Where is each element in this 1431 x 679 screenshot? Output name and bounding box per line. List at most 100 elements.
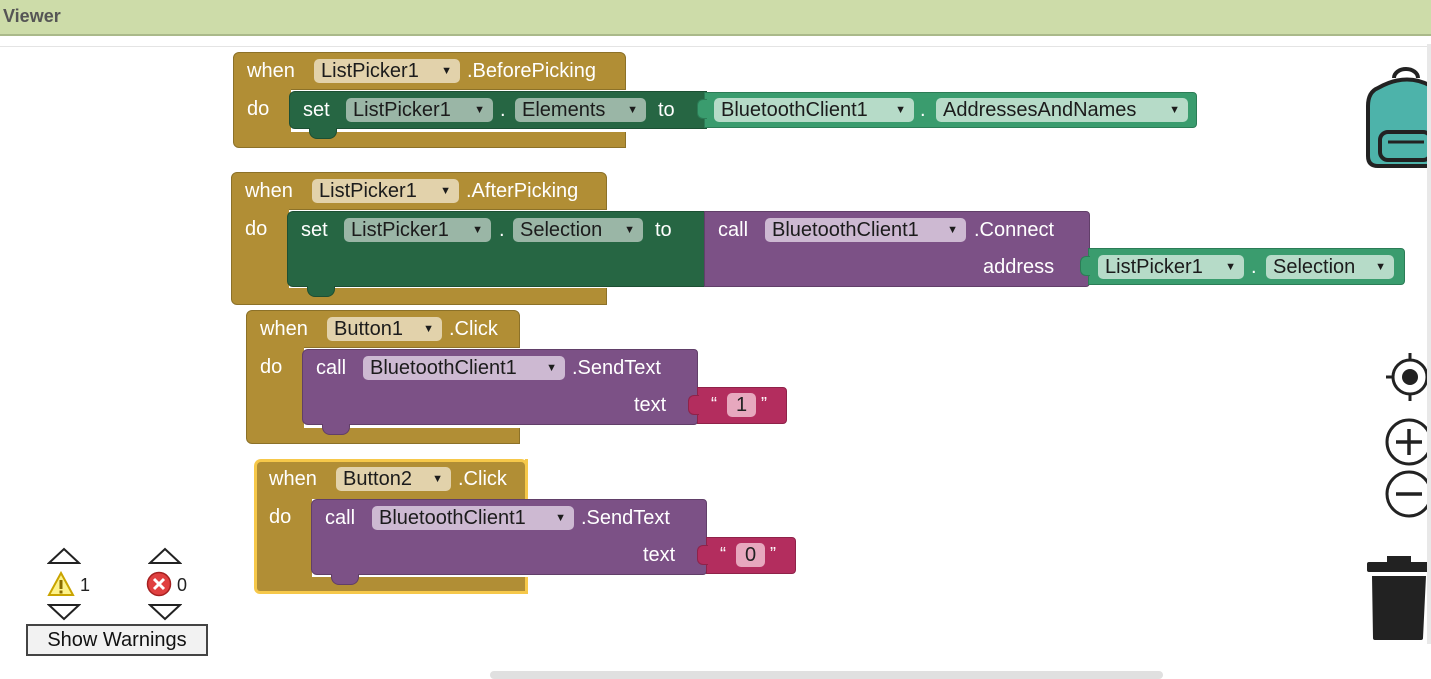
dropdown-label: Elements [522,99,606,121]
to-label: to [655,219,672,241]
open-quote: “ [720,544,726,564]
set-property-dropdown[interactable]: Elements ▼ [515,98,646,122]
set-label: set [303,99,330,121]
call-component-dropdown[interactable]: BluetoothClient1 ▼ [372,506,574,530]
dot-separator: . [499,219,505,241]
block-connector-notch [309,128,337,139]
set-component-dropdown[interactable]: ListPicker1▼ [344,218,491,242]
dot-separator: . [920,99,926,121]
dropdown-arrow-icon: ▼ [546,362,557,374]
call-component-dropdown[interactable]: BluetoothClient1 ▼ [765,218,966,242]
viewer-title: Viewer [3,6,61,26]
do-label: do [245,218,268,240]
text-plug [697,545,708,565]
dropdown-arrow-icon: ▼ [440,185,451,197]
dropdown-label: ListPicker1 [353,99,451,121]
dropdown-label: ListPicker1 [1105,256,1203,278]
event-name: .AfterPicking [466,180,579,202]
backpack-icon[interactable] [1364,66,1431,170]
text-plug [688,395,699,415]
event-block-footer[interactable] [254,577,528,594]
getter-component-dropdown[interactable]: ListPicker1 ▼ [1098,255,1244,279]
dropdown-arrow-icon: ▼ [624,224,635,236]
block-connector-notch [307,286,335,297]
text-value-field[interactable]: 0 [736,543,765,567]
horizontal-scrollbar[interactable] [490,671,1163,679]
getter-component-dropdown[interactable]: BluetoothClient1 ▼ [714,98,914,122]
do-label: do [260,356,283,378]
call-label: call [718,219,749,241]
event-block-spine[interactable] [233,88,291,136]
component-dropdown-listpicker1[interactable]: ListPicker1▼ [314,59,460,83]
error-next-arrow-icon[interactable] [148,603,182,621]
component-dropdown-button1[interactable]: Button1 ▼ [327,317,442,341]
warning-next-arrow-icon[interactable] [47,603,81,621]
event-block-footer[interactable] [231,288,607,305]
dot-separator: . [1251,256,1257,278]
method-name: .SendText [581,507,670,529]
event-block-spine[interactable] [231,208,289,292]
do-label: do [269,506,292,528]
dropdown-label: ListPicker1 [319,180,417,202]
open-quote: “ [711,394,717,414]
event-block-footer[interactable] [233,132,626,148]
set-component-dropdown[interactable]: ListPicker1 ▼ [346,98,493,122]
zoom-out-icon[interactable] [1384,470,1431,518]
getter-property-dropdown[interactable]: AddressesAndNames▼ [936,98,1188,122]
target-icon[interactable] [1386,352,1431,402]
dropdown-label: Button1 [334,318,403,340]
dropdown-arrow-icon: ▼ [474,104,485,116]
dropdown-arrow-icon: ▼ [627,104,638,116]
call-component-dropdown[interactable]: BluetoothClient1 ▼ [363,356,565,380]
warning-count: 1 [80,575,91,595]
close-quote: ” [770,544,776,564]
close-quote: ” [761,394,767,414]
error-count: 0 [177,575,188,595]
dropdown-label: BluetoothClient1 [379,507,526,529]
getter-plug [697,99,707,119]
error-prev-arrow-icon[interactable] [148,547,182,565]
event-block-spine[interactable] [254,497,312,581]
error-icon [146,571,172,597]
event-name: .BeforePicking [467,60,596,82]
dropdown-arrow-icon: ▼ [423,323,434,335]
header-divider [0,38,1431,47]
dropdown-arrow-icon: ▼ [1375,261,1386,273]
dropdown-arrow-icon: ▼ [895,104,906,116]
method-name: .Connect [974,219,1055,241]
component-dropdown-listpicker1[interactable]: ListPicker1 ▼ [312,179,459,203]
param-label: address [983,256,1055,278]
call-label: call [325,507,356,529]
do-label: do [247,98,270,120]
zoom-in-icon[interactable] [1384,418,1431,466]
dropdown-label: BluetoothClient1 [721,99,868,121]
call-label: call [316,357,347,379]
to-label: to [658,99,675,121]
dropdown-label: Selection [1273,256,1356,278]
block-connector-notch [322,424,350,435]
event-block-footer[interactable] [246,428,520,444]
viewer-header: Viewer [0,0,1431,36]
dropdown-label: Selection [520,219,603,241]
dropdown-arrow-icon: ▼ [947,224,958,236]
show-warnings-button[interactable]: Show Warnings [26,624,208,656]
getter-plug [1080,256,1090,276]
text-value-field[interactable]: 1 [727,393,756,417]
dropdown-arrow-icon: ▼ [432,473,443,485]
warning-icon [47,571,75,596]
dropdown-arrow-icon: ▼ [1225,261,1236,273]
param-label: text [634,394,667,416]
component-dropdown-button2[interactable]: Button2▼ [336,467,451,491]
warning-prev-arrow-icon[interactable] [47,547,81,565]
set-property-dropdown[interactable]: Selection ▼ [513,218,643,242]
when-label: when [269,468,317,490]
vertical-scrollbar[interactable] [1427,44,1431,644]
getter-property-dropdown[interactable]: Selection ▼ [1266,255,1394,279]
dropdown-arrow-icon: ▼ [555,512,566,524]
dropdown-label: BluetoothClient1 [370,357,517,379]
dropdown-label: ListPicker1 [321,60,419,82]
set-label: set [301,219,328,241]
event-name: .Click [458,468,507,490]
dropdown-label: BluetoothClient1 [772,219,919,241]
trash-icon[interactable] [1365,556,1431,642]
